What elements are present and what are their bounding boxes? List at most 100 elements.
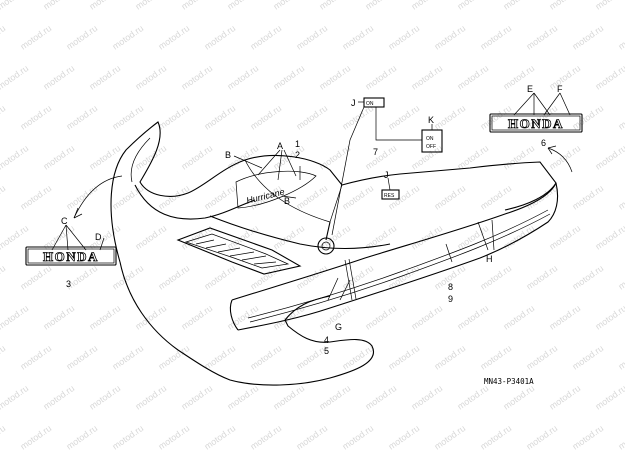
watermark-text: motod.ru (41, 383, 76, 412)
label-e: E (527, 84, 533, 94)
watermark-text: motod.ru (0, 23, 7, 52)
watermark-text: motod.ru (202, 103, 237, 132)
watermark-text: motod.ru (87, 303, 122, 332)
watermark-text: motod.ru (18, 183, 53, 212)
fuel-sticker-mid-text: RES (384, 193, 395, 199)
watermark-text: motod.ru (570, 183, 605, 212)
label-3: 3 (66, 279, 71, 289)
watermark-text: motod.ru (156, 183, 191, 212)
watermark-text: motod.ru (455, 63, 490, 92)
watermark-text: motod.ru (570, 23, 605, 52)
watermark-text: motod.ru (156, 263, 191, 292)
watermark-text: motod.ru (179, 383, 214, 412)
watermark-text: motod.ru (570, 423, 605, 452)
label-g: G (335, 322, 342, 332)
watermark-text: motod.ru (340, 23, 375, 52)
watermark-text: motod.ru (363, 63, 398, 92)
label-j-top: J (351, 98, 356, 108)
watermark-text: motod.ru (41, 63, 76, 92)
watermark-text: motod.ru (18, 343, 53, 372)
watermark-text: motod.ru (248, 23, 283, 52)
honda-emblem-right-text: HONDA (508, 116, 564, 131)
label-9: 9 (448, 294, 453, 304)
watermark-text: motod.ru (432, 183, 467, 212)
fuel-sticker-top: ON (331, 97, 385, 236)
watermark-text: motod.ru (570, 343, 605, 372)
label-b-right: B (284, 196, 290, 206)
watermark-text: motod.ru (294, 263, 329, 292)
watermark-text: motod.ru (524, 263, 559, 292)
label-k: K (428, 115, 434, 125)
label-j-mid: J (384, 170, 389, 180)
watermark-text: motod.ru (478, 183, 513, 212)
watermark-text: motod.ru (41, 0, 76, 12)
fuel-sticker-k-on: ON (426, 136, 434, 142)
label-1: 1 (295, 139, 300, 149)
watermark-text: motod.ru (110, 343, 145, 372)
watermark-text: motod.ru (271, 383, 306, 412)
watermark-text: motod.ru (64, 183, 99, 212)
watermark-text: motod.ru (110, 23, 145, 52)
watermark-text: motod.ru (18, 103, 53, 132)
label-4: 4 (324, 335, 329, 345)
watermark-text: motod.ru (340, 343, 375, 372)
watermark-text: motod.ru (133, 0, 168, 12)
label-a: A (277, 141, 283, 151)
label-f: F (557, 84, 563, 94)
watermark-text: motod.ru (0, 303, 30, 332)
watermark-text: motod.ru (133, 383, 168, 412)
watermark-text: motod.ru (64, 423, 99, 452)
watermark-text: motod.ru (478, 343, 513, 372)
watermark-text: motod.ru (547, 0, 582, 12)
watermark-text: motod.ru (179, 143, 214, 172)
watermark-text: motod.ru (386, 263, 421, 292)
watermark-text: motod.ru (340, 183, 375, 212)
watermark-text: motod.ru (616, 183, 625, 212)
watermark-text: motod.ru (179, 0, 214, 12)
watermark-text: motod.ru (271, 223, 306, 252)
watermark-text: motod.ru (248, 423, 283, 452)
watermark-text: motod.ru (570, 263, 605, 292)
watermark-text: motod.ru (225, 63, 260, 92)
watermark-text: motod.ru (547, 303, 582, 332)
watermark-text: motod.ru (570, 103, 605, 132)
watermark-text: motod.ru (455, 303, 490, 332)
label-5: 5 (324, 346, 329, 356)
watermark-text: motod.ru (87, 383, 122, 412)
watermark-text: motod.ru (0, 103, 7, 132)
watermark-text: motod.ru (478, 263, 513, 292)
watermark-text: motod.ru (41, 303, 76, 332)
watermark-text: motod.ru (0, 343, 7, 372)
watermark-text: motod.ru (294, 103, 329, 132)
watermark-text: motod.ru (64, 343, 99, 372)
watermark-text: motod.ru (294, 23, 329, 52)
watermark-text: motod.ru (409, 383, 444, 412)
watermark-text: motod.ru (202, 23, 237, 52)
watermark-text: motod.ru (409, 63, 444, 92)
watermark-text: motod.ru (409, 0, 444, 12)
watermark-text: motod.ru (547, 223, 582, 252)
watermark-text: motod.ru (501, 303, 536, 332)
watermark-text: motod.ru (0, 143, 30, 172)
watermark-text: motod.ru (363, 383, 398, 412)
watermark-text: motod.ru (363, 0, 398, 12)
watermark-text: motod.ru (432, 23, 467, 52)
watermark-text: motod.ru (317, 383, 352, 412)
watermark-text: motod.ru (271, 63, 306, 92)
watermark-text: motod.ru (110, 103, 145, 132)
watermark-text: motod.ru (593, 0, 625, 12)
watermark-text: motod.ru (179, 63, 214, 92)
watermark-text: motod.ru (0, 423, 7, 452)
label-8: 8 (448, 282, 453, 292)
watermark-text: motod.ru (432, 343, 467, 372)
fuel-sticker-k-off: OFF (426, 144, 436, 150)
watermark-text: motod.ru (547, 63, 582, 92)
watermark-text: motod.ru (455, 383, 490, 412)
watermark-text: motod.ru (0, 0, 30, 12)
label-b-top: B (225, 150, 231, 160)
watermark-text: motod.ru (41, 143, 76, 172)
watermark-text: motod.ru (386, 23, 421, 52)
honda-emblem-left: HONDA (25, 246, 117, 266)
leader-lines (51, 92, 571, 301)
watermark-text: motod.ru (386, 423, 421, 452)
